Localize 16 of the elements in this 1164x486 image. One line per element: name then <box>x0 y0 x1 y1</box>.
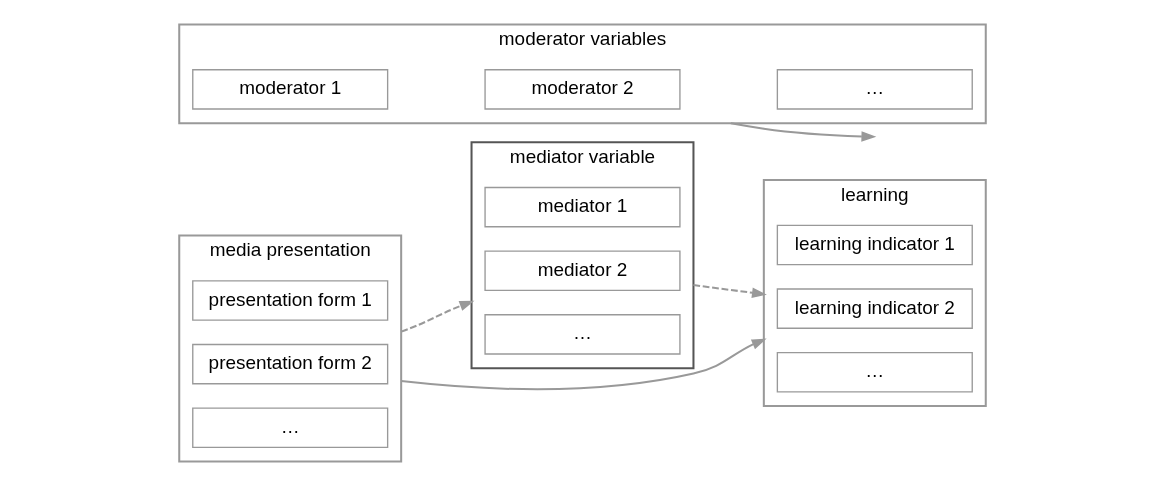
node-box: moderator 2 <box>483 69 681 110</box>
node-box: moderator 1 <box>191 69 388 110</box>
node-box: presentation form 2 <box>191 343 388 385</box>
node-box: mediator 1 <box>483 186 681 228</box>
arrow <box>400 338 767 391</box>
arrow <box>730 122 876 142</box>
node-box: mediator 2 <box>483 250 681 292</box>
arrow <box>400 300 474 333</box>
node-box: … <box>191 407 388 448</box>
node-box: learning indicator 1 <box>776 224 973 266</box>
node-box: learning indicator 2 <box>776 288 973 329</box>
node-box: … <box>776 351 973 393</box>
arrow <box>692 284 767 298</box>
node-box: … <box>776 69 973 110</box>
node-box: presentation form 1 <box>191 280 388 321</box>
node-box: … <box>483 314 681 355</box>
